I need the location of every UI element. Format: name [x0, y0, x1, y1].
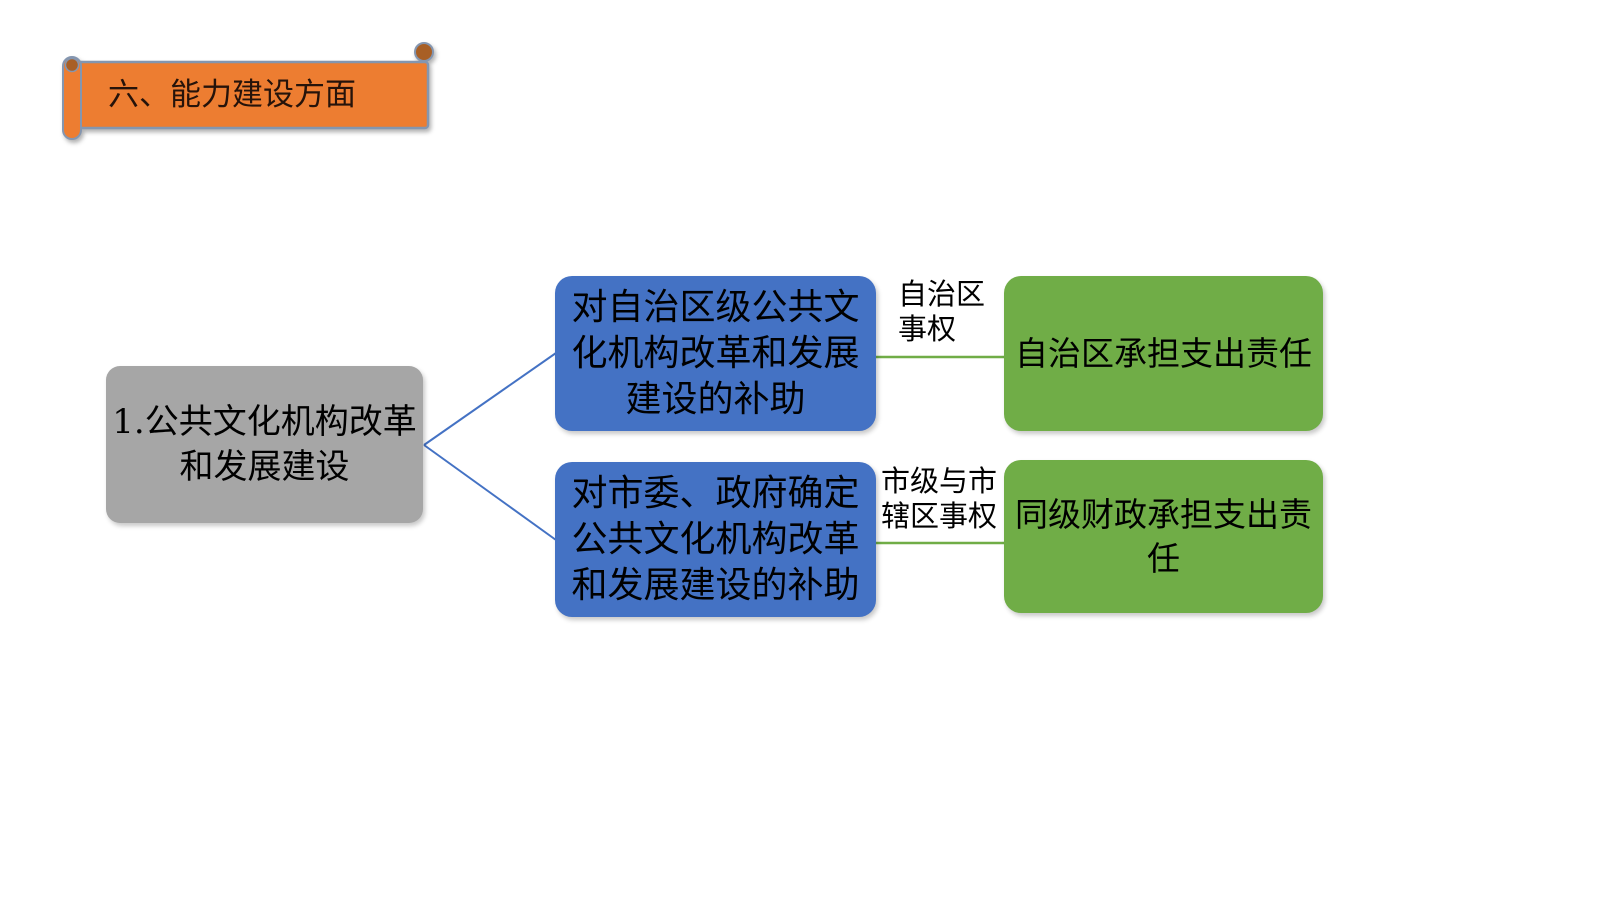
edge-label-authority-2: 市级与市 辖区事权	[881, 464, 998, 533]
node-policy-2: 对市委、政府确定 公共文化机构改革 和发展建设的补助	[555, 462, 876, 617]
connector-root-to-policy-1	[423, 352, 557, 446]
edge-label-authority-1: 自治区 事权	[898, 277, 986, 346]
scroll-left-knob	[64, 57, 80, 73]
scroll-right-knob	[414, 42, 434, 62]
section-banner-title: 六、能力建设方面	[108, 77, 356, 113]
connector-root-to-policy-2	[423, 444, 557, 541]
node-root: 1.公共文化机构改革 和发展建设	[106, 366, 423, 523]
scroll-left-roll	[62, 56, 82, 140]
section-banner	[62, 42, 434, 140]
node-responsibility-1: 自治区承担支出责任	[1004, 276, 1323, 431]
node-policy-1: 对自治区级公共文 化机构改革和发展 建设的补助	[555, 276, 876, 431]
node-responsibility-2: 同级财政承担支出责 任	[1004, 460, 1323, 613]
